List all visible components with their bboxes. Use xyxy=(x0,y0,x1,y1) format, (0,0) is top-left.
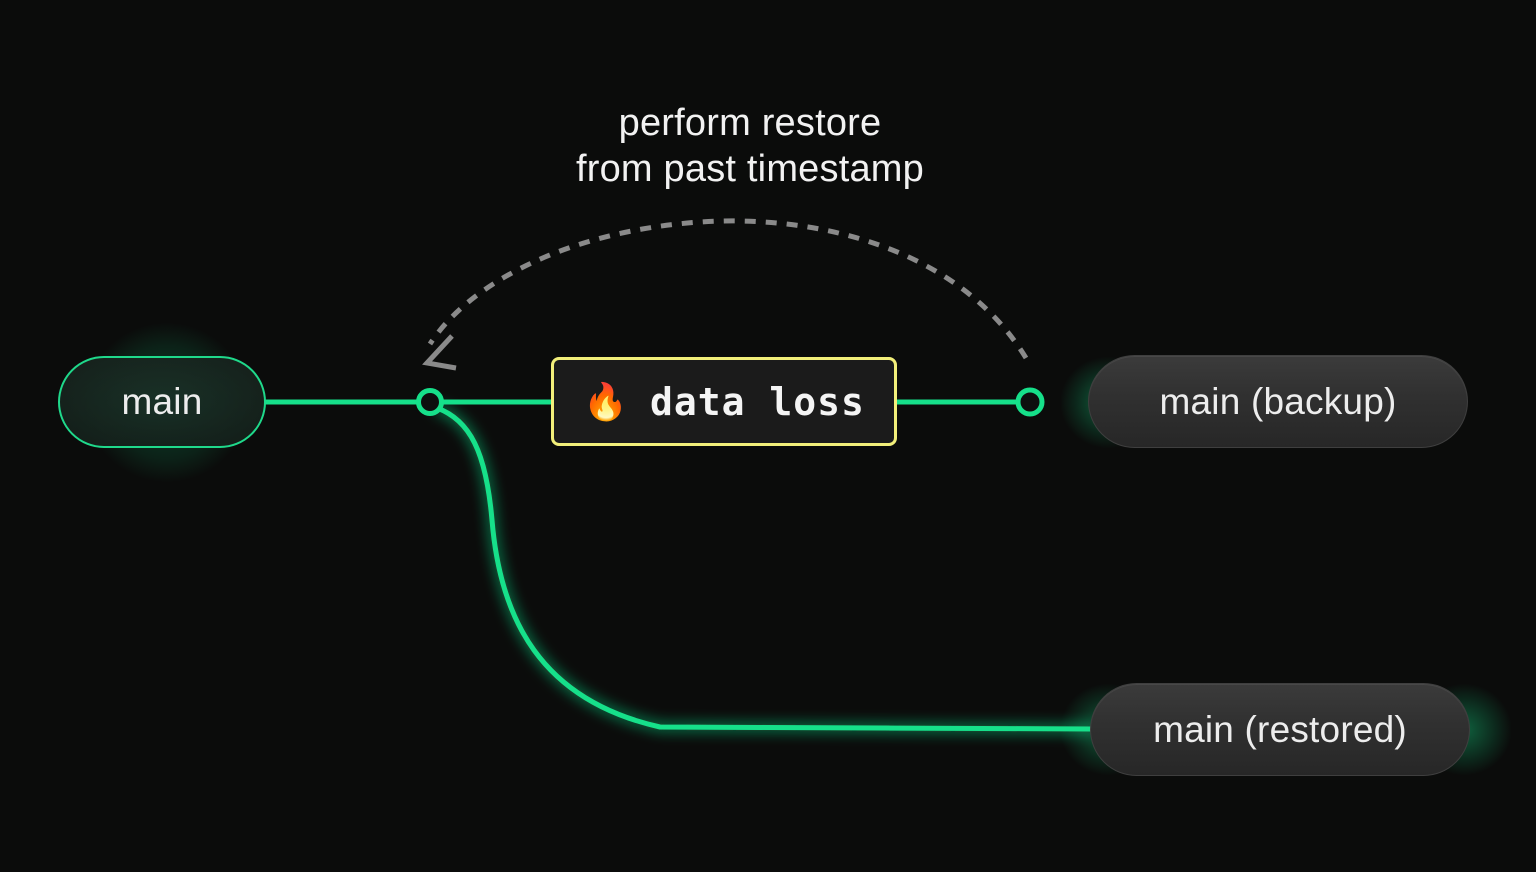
fire-icon: 🔥 xyxy=(583,380,628,422)
branch-node-main[interactable]: main xyxy=(58,356,266,448)
branch-node-backup-label: main (backup) xyxy=(1159,380,1397,422)
data-loss-callout[interactable]: 🔥 data loss xyxy=(551,357,897,446)
data-loss-label: data loss xyxy=(649,379,865,424)
backup-endpoint-node[interactable] xyxy=(1015,387,1045,417)
restore-annotation-caption: perform restore from past timestamp xyxy=(575,102,924,190)
branch-node-restored[interactable]: main (restored) xyxy=(1090,683,1470,776)
fork-node[interactable] xyxy=(416,388,444,416)
restore-arc-arrowhead-icon xyxy=(422,334,457,371)
branch-node-main-label: main xyxy=(121,381,203,422)
edge-fork-to-restored xyxy=(434,405,1095,732)
edge-restore-arc xyxy=(427,218,1029,360)
branch-node-restored-label: main (restored) xyxy=(1153,708,1407,750)
branch-node-backup[interactable]: main (backup) xyxy=(1088,355,1468,448)
